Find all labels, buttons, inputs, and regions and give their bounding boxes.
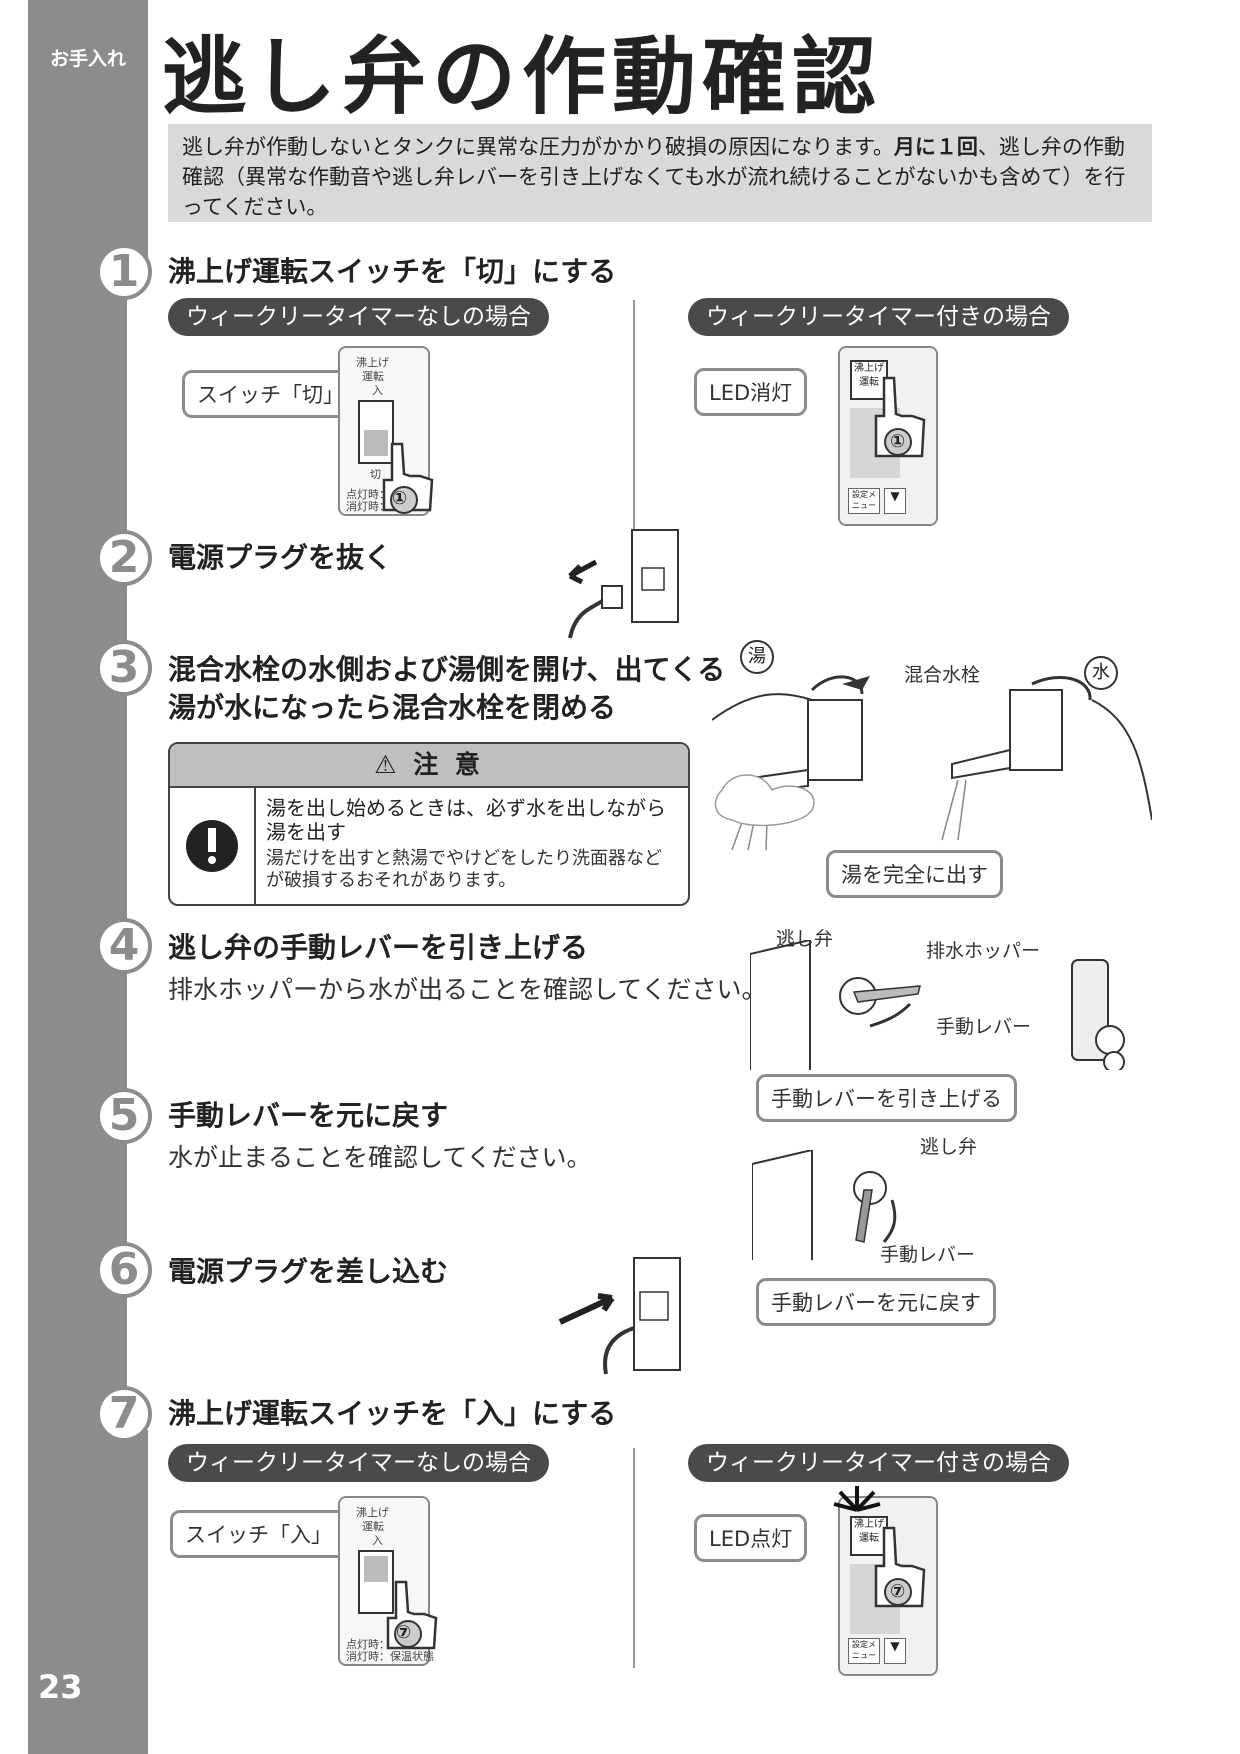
step3-callout-hot-water: 湯を完全に出す <box>826 850 1003 898</box>
step4-hopper-label: 排水ホッパー <box>926 940 1041 962</box>
led-glow-icon <box>833 1486 881 1512</box>
caution-header: ⚠ 注 意 <box>170 744 688 788</box>
cold-mark: 水 <box>1084 656 1118 690</box>
panel-lamp-2: 消灯時：保温状態 <box>346 1650 434 1663</box>
boil-btn-l1: 沸上げ <box>854 363 884 374</box>
caution-main-text: 湯を出し始めるときは、必ず水を出しながら湯を出す <box>266 796 666 844</box>
step-6-title: 電源プラグを差し込む <box>168 1255 449 1288</box>
step7-badge-right: ⑦ <box>890 1581 906 1602</box>
step-number-4: 4 <box>96 918 152 974</box>
panel-label-on: 入 <box>372 1534 383 1547</box>
rocker-switch[interactable] <box>358 1550 394 1614</box>
step-5-title: 手動レバーを元に戻す <box>168 1099 449 1132</box>
hot-mark: 湯 <box>740 640 774 674</box>
panel-label-mid: 運転 <box>362 1520 384 1533</box>
step4-callout-raise-lever: 手動レバーを引き上げる <box>756 1074 1017 1122</box>
step1-badge-left: ① <box>392 488 408 509</box>
step1-badge-right: ① <box>890 431 906 452</box>
unplug-illustration <box>568 529 679 639</box>
panel-label-off: 切 <box>370 468 381 481</box>
faucet-label: 混合水栓 <box>904 664 981 686</box>
panel-label-on: 入 <box>372 384 383 397</box>
pointing-hand-icon <box>386 1580 438 1650</box>
warning-triangle-icon: ⚠ <box>374 750 414 779</box>
caution-title: 注 意 <box>413 750 484 779</box>
rocker-switch[interactable] <box>358 400 394 464</box>
step1-callout-switch-off: スイッチ「切」 <box>182 370 359 418</box>
pointing-hand-icon <box>382 442 434 514</box>
menu-button[interactable]: 設定メニュー <box>848 488 880 514</box>
caution-sub-text: 湯だけを出すと熱湯でやけどをしたり洗面器などが破損するおそれがあります。 <box>266 848 662 891</box>
page-title: 逃し弁の作動確認 <box>162 28 883 126</box>
intro-text-2: 、逃し弁の作動確認（異常な作動音や逃し弁レバーを引き上げなくても水が流れ続けるこ… <box>182 135 1126 219</box>
boil-btn-l2: 運転 <box>859 377 879 388</box>
caution-icon-column <box>170 788 256 904</box>
pointing-hand-icon <box>874 1526 926 1608</box>
step-3-title-1: 混合水栓の水側および湯側を開け、出てくる <box>168 653 726 686</box>
intro-text-1: 逃し弁が作動しないとタンクに異常な圧力がかかり破損の原因になります。 <box>182 135 894 159</box>
pull-arrow-icon <box>568 559 598 585</box>
push-arrow-icon <box>558 1293 615 1325</box>
boil-btn-l1: 沸上げ <box>854 1519 884 1530</box>
caution-box: ⚠ 注 意 湯を出し始めるときは、必ず水を出しながら湯を出す 湯だけを出すと熱湯… <box>168 742 690 906</box>
plug-in-illustration <box>558 1257 681 1375</box>
page-number: 23 <box>38 1668 83 1706</box>
panel-label-mid: 運転 <box>362 370 384 383</box>
step7-badge-left: ⑦ <box>396 1622 412 1643</box>
step1-pill-no-timer: ウィークリータイマーなしの場合 <box>168 298 549 336</box>
down-button[interactable]: ▼ <box>884 1638 906 1664</box>
panel-lamp-1: 点灯時： <box>346 488 390 501</box>
step7-callout-led-on: LED点灯 <box>694 1514 808 1562</box>
step7-callout-switch-on: スイッチ「入」 <box>170 1510 347 1558</box>
step5-lever-label: 手動レバー <box>880 1244 976 1266</box>
step-number-5: 5 <box>96 1088 152 1144</box>
step-7-title: 沸上げ運転スイッチを「入」にする <box>168 1397 617 1430</box>
step-number-7: 7 <box>96 1386 152 1442</box>
step7-pill-no-timer: ウィークリータイマーなしの場合 <box>168 1444 549 1482</box>
step-number-3: 3 <box>96 640 152 696</box>
step-5-sub: 水が止まることを確認してください。 <box>168 1143 592 1172</box>
relief-valve-reset-illustration <box>752 1150 897 1260</box>
pointing-hand-icon <box>874 376 926 458</box>
step4-lever-label: 手動レバー <box>936 1016 1032 1038</box>
section-label: お手入れ <box>49 48 126 70</box>
step-3-title-2: 湯が水になったら混合水栓を閉める <box>168 691 617 724</box>
step-number-6: 6 <box>96 1242 152 1298</box>
panel-label-top: 沸上げ <box>356 356 389 369</box>
step7-divider <box>633 1448 635 1668</box>
step1-pill-with-timer: ウィークリータイマー付きの場合 <box>688 298 1069 336</box>
step-4-title: 逃し弁の手動レバーを引き上げる <box>168 931 589 964</box>
step-4-sub: 排水ホッパーから水が出ることを確認してください。 <box>168 975 767 1004</box>
step-2-title: 電源プラグを抜く <box>168 541 393 574</box>
step7-pill-with-timer: ウィークリータイマー付きの場合 <box>688 1444 1069 1482</box>
step-number-2: 2 <box>96 530 152 586</box>
step1-callout-led-off: LED消灯 <box>694 368 808 416</box>
menu-button[interactable]: 設定メニュー <box>848 1638 880 1664</box>
step-number-1: 1 <box>96 244 152 300</box>
panel-lamp-2: 消灯時： <box>346 500 390 513</box>
step-1-title: 沸上げ運転スイッチを「切」にする <box>168 255 617 288</box>
panel-label-top: 沸上げ <box>356 1506 389 1519</box>
relief-valve-illustration <box>750 940 1125 1070</box>
faucet-illustration <box>712 675 1152 851</box>
step5-valve-label: 逃し弁 <box>920 1136 978 1158</box>
step1-divider <box>633 300 635 532</box>
intro-bold: 月に１回 <box>893 135 978 159</box>
step5-callout-return-lever: 手動レバーを元に戻す <box>756 1278 996 1326</box>
exclamation-icon <box>186 820 238 872</box>
intro-box: 逃し弁が作動しないとタンクに異常な圧力がかかり破損の原因になります。月に１回、逃… <box>168 124 1152 222</box>
boil-btn-l2: 運転 <box>859 1533 879 1544</box>
down-button[interactable]: ▼ <box>884 488 906 514</box>
step7-switch-panel: 沸上げ 運転 入 点灯時：沸 消灯時：保温状態 <box>338 1496 434 1666</box>
